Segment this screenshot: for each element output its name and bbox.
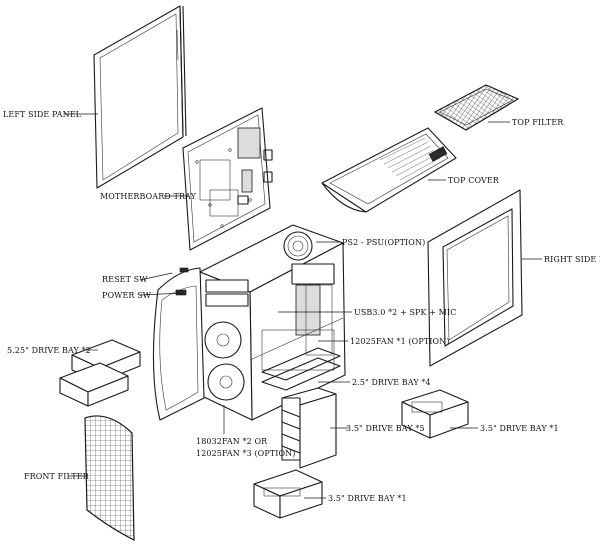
top-filter-part	[433, 84, 520, 131]
label-fan-12025-1: 12025FAN *1 (OPTION)	[350, 337, 450, 346]
drive-bay-25-part	[261, 347, 341, 391]
label-drive-bay-35-1-bottom: 3.5" DRIVE BAY *1	[328, 494, 407, 503]
right-side-panel-part	[427, 189, 523, 367]
motherboard-tray-part	[182, 107, 273, 251]
label-fan-12025-3: 12025FAN *3 (OPTION)	[196, 449, 296, 458]
label-fan-18032: 18032FAN *2 OR	[196, 437, 268, 446]
label-top-cover: TOP COVER	[448, 176, 500, 185]
leader-lines	[64, 113, 542, 499]
drive-bay-35-1-right-part	[401, 389, 469, 439]
label-power-sw: POWER SW	[102, 291, 152, 300]
label-front-filter: FRONT FILTER	[24, 472, 90, 481]
label-drive-bay-35-1-right: 3.5" DRIVE BAY *1	[480, 424, 559, 433]
label-drive-bay-25: 2.5" DRIVE BAY *4	[352, 378, 431, 387]
drive-bay-35-1-bottom-part	[253, 469, 323, 519]
front-bezel-part	[152, 267, 205, 421]
label-right-side-panel: RIGHT SIDE PANEL	[544, 255, 600, 264]
label-left-side-panel: LEFT SIDE PANEL	[3, 110, 82, 119]
labels-layer: LEFT SIDE PANEL TOP FILTER MOTHERBOARD T…	[3, 110, 600, 503]
label-reset-sw: RESET SW	[102, 275, 148, 284]
label-drive-bay-525: 5.25" DRIVE BAY *2	[7, 346, 91, 355]
drive-bay-35-5-part	[281, 387, 337, 469]
front-filter-part	[84, 415, 135, 541]
label-ps2-psu: PS2 - PSU(OPTION)	[342, 238, 425, 247]
drive-bay-525-part	[59, 339, 141, 407]
top-cover-part	[321, 127, 457, 213]
left-side-panel-part	[93, 5, 187, 189]
label-drive-bay-35-5: 3.5" DRIVE BAY *5	[346, 424, 425, 433]
label-usb-spk-mic: USB3.0 *2 + SPK + MIC	[354, 308, 456, 317]
label-top-filter: TOP FILTER	[512, 118, 564, 127]
label-motherboard-tray: MOTHERBOARD TRAY	[100, 192, 197, 201]
